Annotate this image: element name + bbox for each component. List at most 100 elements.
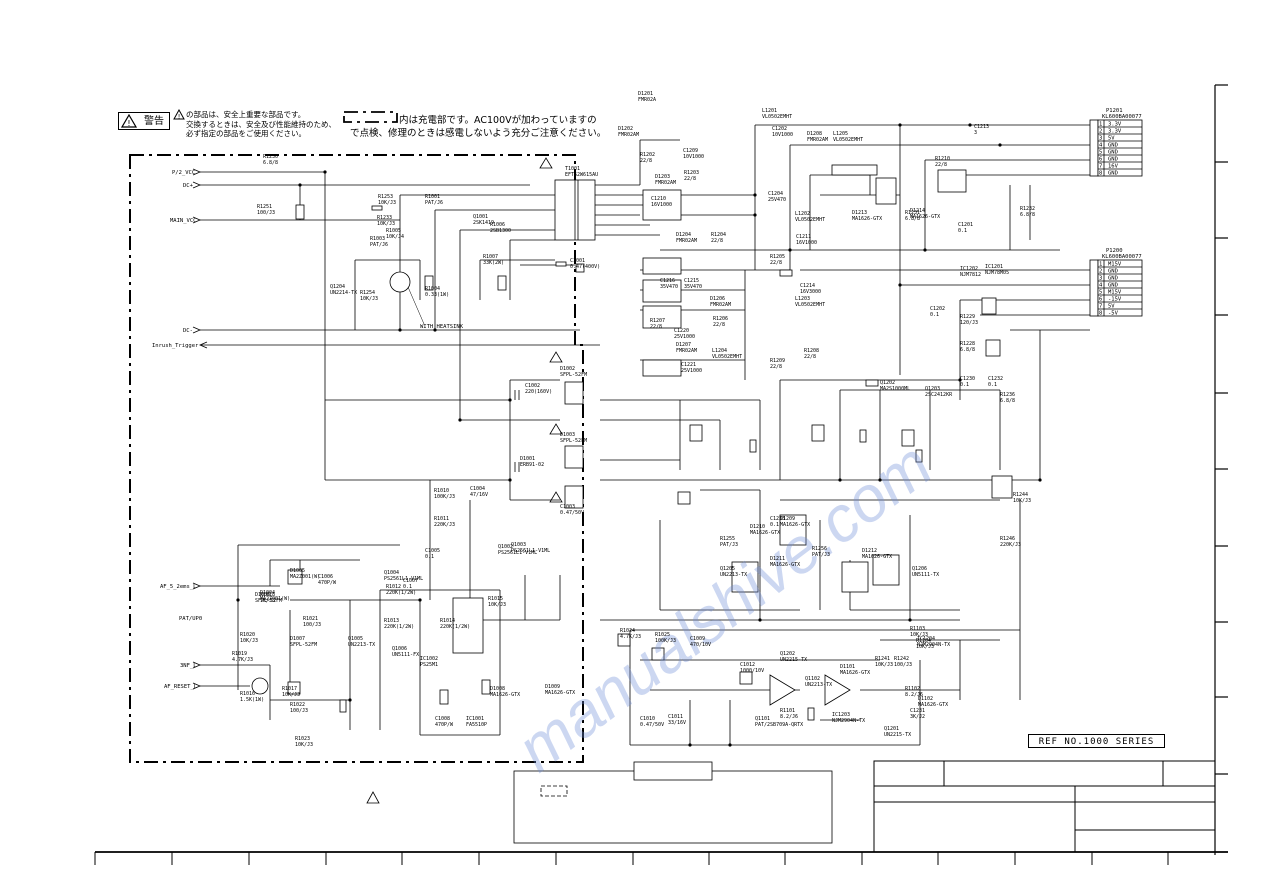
component-ref-label: D1102 <box>918 696 933 702</box>
notes-box <box>513 761 833 844</box>
component-ref-label: C1215 <box>684 278 699 284</box>
component-ref-label: R1006 <box>490 222 505 228</box>
component-value-label: 100/J3 <box>894 662 912 668</box>
component-value-label: 10K/J3 <box>910 632 928 638</box>
component-value-label: 120/J3 <box>960 320 978 326</box>
component-ref-label: C1210 <box>651 196 666 202</box>
component-ref-label: D1007 <box>290 636 305 642</box>
warning-note-line: の部品は、安全上重要な部品です。 <box>186 110 306 119</box>
connector-p1200 <box>1089 259 1143 317</box>
component-value-label: 0.47/50V <box>640 722 664 728</box>
pin-number: 4 <box>1099 143 1103 149</box>
component-value-label: 16V1000 <box>651 202 672 208</box>
pin-number: 5 <box>1099 290 1102 296</box>
pin-number: 2 <box>1099 269 1102 275</box>
component-value-label: 35V470 <box>660 284 678 290</box>
pin-signal: GND <box>1108 171 1118 177</box>
pin-signal: 16V <box>1108 164 1119 170</box>
component-value-label: 0.1 <box>958 228 967 234</box>
component-value-label: NJM7812 <box>960 272 981 278</box>
component-value-label: 33K(2W) <box>483 260 504 266</box>
component-ref-label: D1005 <box>290 568 305 574</box>
component-value-label: 25V470 <box>768 197 786 203</box>
component-ref-label: C1202 <box>930 306 945 312</box>
component-value-label: 1.5K(1W) <box>240 697 264 703</box>
component-value-label: MA1626-GTX <box>852 216 882 222</box>
component-value-label: 2SK1419 <box>473 220 494 226</box>
component-value-label: 10K/J3 <box>295 742 313 748</box>
component-value-label: 3 <box>974 130 977 136</box>
component-value-label: 470/10V <box>690 642 711 648</box>
component-ref-label: R1010 <box>434 488 449 494</box>
component-ref-label: R1230 <box>263 154 278 160</box>
component-value-label: 0.47/50V <box>560 510 584 516</box>
component-value-label: 470P/W <box>435 722 454 728</box>
component-value-label: EFT62W615AU <box>565 172 598 178</box>
component-value-label: UN2213-TX <box>720 572 747 578</box>
component-value-label: MA1626-GTX <box>490 692 520 698</box>
component-ref-label: D1213 <box>852 210 867 216</box>
signal-label: Inrush_Trigger <box>152 343 199 349</box>
warning-badge: 警告 <box>118 112 170 130</box>
component-value-label: FA5510P <box>466 722 487 728</box>
component-ref-label: C1003 <box>560 504 575 510</box>
component-ref-label: R1255 <box>720 536 735 542</box>
pin-number: 1 <box>1099 122 1102 128</box>
component-value-label: 6.8/8 <box>905 216 920 222</box>
component-value-label: ERB91-02 <box>520 462 544 468</box>
component-value-label: 1K/J3 <box>260 598 275 604</box>
component-value-label: 16V3000 <box>800 289 821 295</box>
component-value-label: PS25M1 <box>420 662 438 668</box>
component-ref-label: D1101 <box>840 664 855 670</box>
component-ref-label: D1202 <box>618 126 633 132</box>
component-ref-label: R1021 <box>303 616 318 622</box>
component-ref-label: R1024 <box>620 628 635 634</box>
warning-icon: ! <box>121 114 137 128</box>
component-value-label: 100/J3 <box>303 622 321 628</box>
component-value-label: 0.33(1W) <box>425 292 449 298</box>
connector-p1201-text: P1201 KL600BA00077 1 2 3 4 5 6 7 8 3.3V … <box>1099 108 1142 177</box>
component-value-label: FMR02AM <box>676 238 697 244</box>
component-ref-label: R1208 <box>804 348 819 354</box>
component-value-label: 33/16V <box>668 720 686 726</box>
component-ref-label: R1232 <box>1020 206 1035 212</box>
caution-icons <box>366 157 563 804</box>
component-value-label: NJM78M05 <box>985 270 1009 276</box>
component-value-label: 22/8 <box>935 162 947 168</box>
component-value-label: 47/16V <box>470 492 488 498</box>
component-ref-label: D1214 <box>910 208 925 214</box>
component-value-label: 100/J3 <box>290 708 308 714</box>
component-value-label: 25V1000 <box>674 334 695 340</box>
component-value-label: NJM2904N-TX <box>917 642 950 648</box>
component-ref-label: IC1001 <box>466 716 484 722</box>
component-value-label: 0.1 <box>988 382 997 388</box>
pin-signal: 3.3V <box>1108 122 1122 128</box>
component-value-label: 8.2/J6 <box>905 692 923 698</box>
pin-signal: GND <box>1108 269 1118 275</box>
component-ref-label: D1208 <box>807 131 822 137</box>
component-value-label: 6.8/8 <box>263 160 278 166</box>
component-value-label: 22/8 <box>640 158 652 164</box>
component-ref-label: R1231 <box>905 210 920 216</box>
component-ref-label: R1242 <box>894 656 909 662</box>
pin-signal: GND <box>1108 276 1118 282</box>
pin-signal: 5V <box>1108 136 1115 142</box>
component-ref-label: C1209 <box>683 148 698 154</box>
heatsink-label: WITH HEATSINK <box>420 324 464 330</box>
component-value-label: 220K/J3 <box>434 522 455 528</box>
component-value-label: PAT/J3 <box>720 542 738 548</box>
component-ref-label: R1246 <box>1000 536 1015 542</box>
component-ref-label: R1022 <box>290 702 305 708</box>
component-ref-label: Q1206 <box>912 566 927 572</box>
component-value-label: 6.8/8 <box>1020 212 1035 218</box>
component-value-label: MA1626-GTX <box>910 214 940 220</box>
component-value-label: 220K/J3 <box>1000 542 1021 548</box>
ref-number-box: REF NO.1000 SERIES <box>1028 734 1165 748</box>
component-value-label: MA1626-GTX <box>918 702 948 708</box>
component-ref-label: R1253 <box>378 194 393 200</box>
component-ref-label: R1205 <box>770 254 785 260</box>
component-ref-label: R1256 <box>812 546 827 552</box>
component-value-label: 10K/J3 <box>360 296 378 302</box>
component-ref-label: Q1202 <box>780 651 795 657</box>
component-value-label: 35V470 <box>684 284 702 290</box>
